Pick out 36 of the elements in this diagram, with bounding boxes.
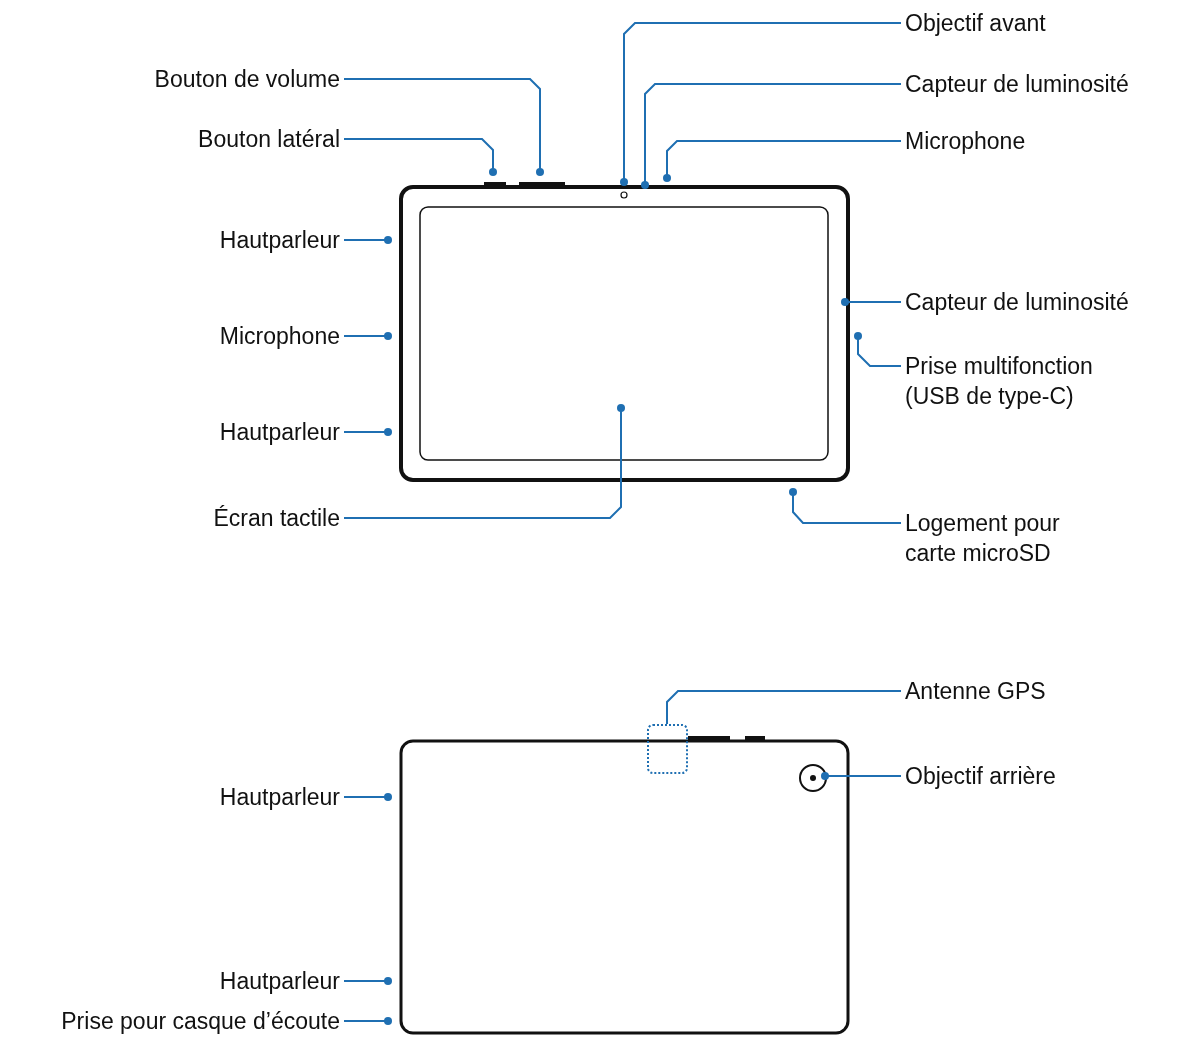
leader-line (789, 488, 902, 524)
part-label: Logement pour carte microSD (905, 508, 1095, 568)
part-label: Objectif avant (905, 8, 1046, 38)
tablet-front-drawing (399, 182, 850, 482)
leader-line (343, 1017, 392, 1025)
part-label: Bouton latéral (198, 124, 340, 154)
leader-line (343, 78, 544, 176)
leader-line (821, 772, 902, 780)
leader-line (343, 236, 392, 244)
leader-line (663, 140, 902, 182)
leader-line (343, 404, 625, 519)
part-label: Écran tactile (213, 503, 340, 533)
part-label: Hautparleur (219, 966, 340, 996)
leader-line (641, 83, 902, 189)
part-label: Capteur de luminosité (905, 69, 1129, 99)
part-label: Hautparleur (219, 782, 340, 812)
leader-line (854, 332, 902, 367)
part-label: Hautparleur (219, 417, 340, 447)
leader-line (343, 332, 392, 340)
part-label: Microphone (905, 126, 1026, 156)
leader-line (343, 428, 392, 436)
part-label: Antenne GPS (905, 676, 1046, 706)
part-label: Prise multifonction (USB de type-C) (905, 351, 1145, 411)
leader-line (343, 138, 497, 176)
leader-line (620, 22, 902, 186)
part-label: Objectif arrière (905, 761, 1056, 791)
tablet-back-drawing (399, 724, 850, 1035)
part-label: Bouton de volume (154, 64, 340, 94)
part-label: Microphone (219, 321, 340, 351)
leader-line (343, 793, 392, 801)
part-label: Capteur de luminosité (905, 287, 1129, 317)
part-label: Hautparleur (219, 225, 340, 255)
leader-line (666, 690, 902, 725)
leader-line (841, 298, 902, 306)
leader-line (343, 977, 392, 985)
part-label: Prise pour casque d’écoute (61, 1006, 340, 1036)
